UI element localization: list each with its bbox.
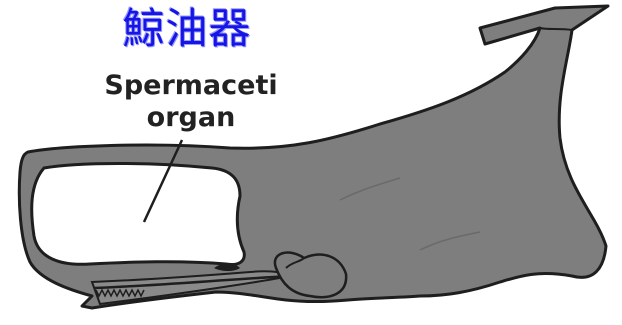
organ-label-line2: organ <box>86 102 296 134</box>
chinese-title: 鯨油器 <box>112 2 262 56</box>
organ-label: Spermaceti organ <box>86 70 296 134</box>
organ-label-line1: Spermaceti <box>86 70 296 102</box>
spermaceti-organ <box>32 164 245 265</box>
